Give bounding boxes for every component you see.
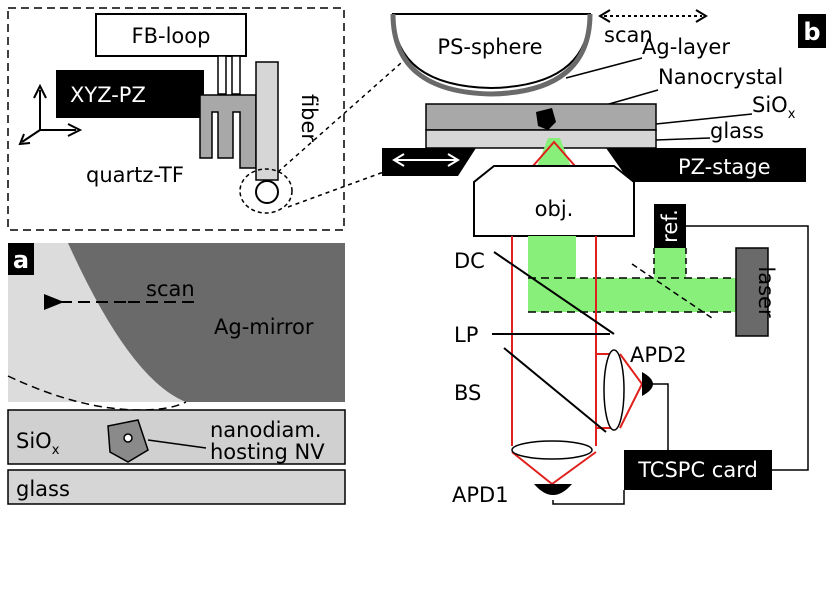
pz-stage-label: PZ-stage [678, 155, 771, 179]
scan-label-a: scan [146, 277, 195, 301]
fb-loop-box [95, 13, 247, 57]
bs-label: BS [454, 381, 481, 405]
panel-b-letter: b [803, 18, 820, 46]
ag-mirror-label: Ag-mirror [214, 315, 314, 339]
ref-detector-box [654, 204, 686, 248]
fiber [255, 61, 279, 181]
zoom-line-upper [277, 31, 437, 173]
nanodiam-leader [147, 439, 207, 449]
green-beam-ref [654, 248, 686, 278]
zoom-circle [239, 168, 293, 214]
dichroic-mirror [493, 251, 615, 335]
fb-wire-right [231, 55, 241, 95]
afm-tip-inset: FB-loop XYZ-PZ quartz-TF fiber [7, 7, 345, 231]
pz-stage-left [382, 148, 476, 176]
ag-layer-coating [390, 13, 593, 97]
apd1-detector [534, 484, 572, 495]
nv-center [123, 433, 133, 443]
ps-sphere-tip [255, 180, 279, 204]
siox-layer-a [7, 409, 346, 465]
panel-b-setup: b PS-sphere scan Ag-layer Nanocrystal Si… [382, 9, 826, 507]
scan-label-b: scan [604, 23, 653, 47]
apd2-detector [642, 372, 653, 396]
laser-label: laser [754, 266, 778, 318]
fb-wire-left [217, 55, 227, 95]
green-beam-vertical [528, 236, 576, 278]
glass-label-a: glass [16, 477, 70, 501]
xyz-pz-label: XYZ-PZ [70, 83, 146, 107]
apd1-label: APD1 [452, 483, 509, 507]
green-beam-horizontal [528, 278, 736, 312]
nanocrystal [536, 108, 556, 130]
ref-to-tcspc-wire [686, 225, 809, 471]
pz-stage-right [606, 148, 806, 182]
xyz-axes-icon [18, 83, 83, 146]
tcspc-card [624, 450, 772, 490]
lp-label: LP [454, 323, 478, 347]
objective [473, 165, 635, 237]
lens-apd1 [511, 440, 593, 460]
zoom-line-lower [287, 165, 401, 208]
quartz-tf-label: quartz-TF [86, 163, 184, 187]
ag-layer-label: Ag-layer [642, 35, 730, 59]
beam-splitter [503, 347, 607, 433]
nanodiam-label-2: hosting NV [210, 440, 325, 464]
ag-mirror-region [68, 243, 345, 402]
xyz-pz-box [56, 70, 204, 118]
apd2-to-tcspc-wire [652, 383, 669, 450]
apd1-to-tcspc-wire [552, 490, 625, 505]
siox-label-b: SiOx [752, 93, 796, 122]
panel-a-badge [8, 243, 34, 275]
reference-splitter [631, 263, 713, 319]
fiber-label: fiber [297, 94, 321, 142]
sphere-outline-dashed [7, 375, 187, 411]
dc-label: DC [454, 249, 485, 273]
panel-a-letter: a [13, 246, 29, 274]
lens-apd2 [603, 349, 625, 431]
fb-loop-label: FB-loop [132, 24, 211, 48]
glass-layer-a [7, 469, 346, 505]
objective-label: obj. [535, 197, 574, 221]
panel-b-badge [798, 14, 826, 48]
siox-label-a: SiOx [16, 429, 60, 458]
glass-layer-b [425, 129, 657, 149]
panel-a-detail: Ag-mirror scan a SiOx nanodiam. hosting … [7, 243, 346, 505]
ref-label: ref. [658, 209, 682, 243]
ps-sphere-label: PS-sphere [437, 35, 542, 59]
glass-label-b: glass [710, 119, 764, 143]
tcspc-label: TCSPC card [637, 458, 758, 482]
quartz-tuning-fork [199, 94, 257, 169]
laser-box [735, 247, 769, 337]
nanodiam-label-1: nanodiam. [210, 418, 322, 442]
nanocrystal-label: Nanocrystal [658, 65, 783, 89]
apd2-label: APD2 [630, 343, 687, 367]
